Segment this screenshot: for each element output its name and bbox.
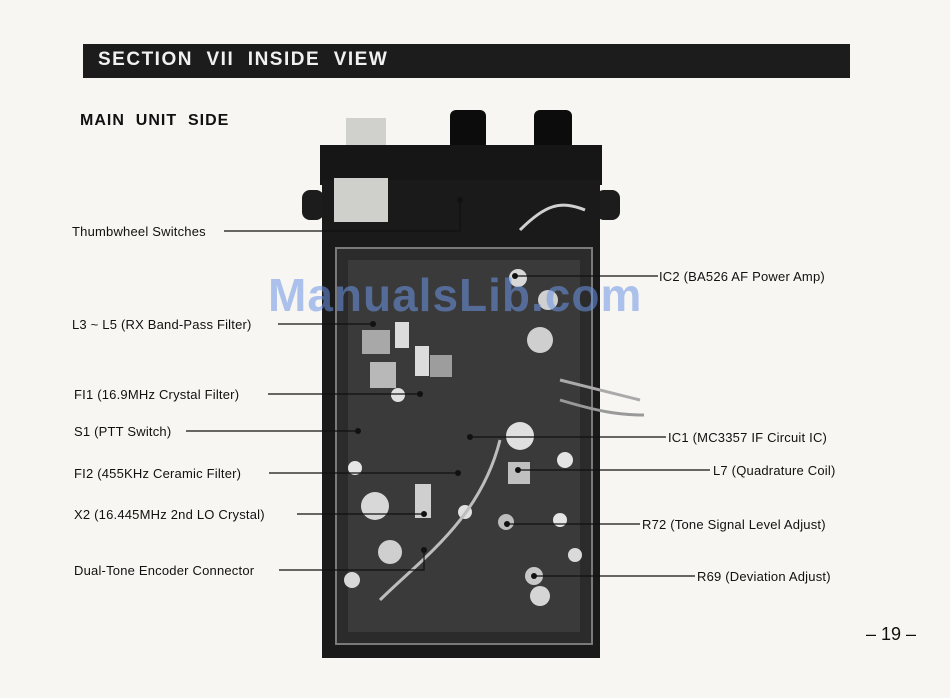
callout-rx-band-pass-filter: L3 ~ L5 (RX Band-Pass Filter)	[72, 317, 252, 332]
watermark: ManualsLib.com	[268, 269, 643, 321]
section-header-bar: SECTION VII INSIDE VIEW	[83, 44, 850, 78]
leader-thumbwheel	[224, 200, 461, 232]
callout-tone-level-adjust: R72 (Tone Signal Level Adjust)	[642, 517, 826, 532]
squelch-knob	[534, 110, 572, 150]
callout-ceramic-filter: FI2 (455KHz Ceramic Filter)	[74, 466, 242, 481]
subtitle: MAIN UNIT SIDE	[80, 112, 230, 129]
antenna-connector	[346, 118, 386, 150]
callout-2nd-lo-crystal: X2 (16.445MHz 2nd LO Crystal)	[74, 507, 265, 522]
callout-deviation-adjust: R69 (Deviation Adjust)	[697, 569, 831, 584]
section-title: SECTION VII INSIDE VIEW	[98, 49, 389, 70]
callout-dual-tone-connector: Dual-Tone Encoder Connector	[74, 563, 255, 578]
volume-knob	[450, 110, 486, 150]
thumbwheel-block	[334, 178, 388, 222]
page-number: – 19 –	[866, 624, 917, 644]
callout-quadrature-coil: L7 (Quadrature Coil)	[713, 463, 836, 478]
callout-crystal-filter: FI1 (16.9MHz Crystal Filter)	[74, 387, 240, 402]
leader-encoder	[279, 550, 425, 571]
callout-ptt-switch: S1 (PTT Switch)	[74, 424, 172, 439]
callout-thumbwheel-switches: Thumbwheel Switches	[72, 224, 206, 239]
callout-ic2-af-amp: IC2 (BA526 AF Power Amp)	[659, 269, 825, 284]
callout-ic1-if-circuit: IC1 (MC3357 IF Circuit IC)	[668, 430, 828, 445]
